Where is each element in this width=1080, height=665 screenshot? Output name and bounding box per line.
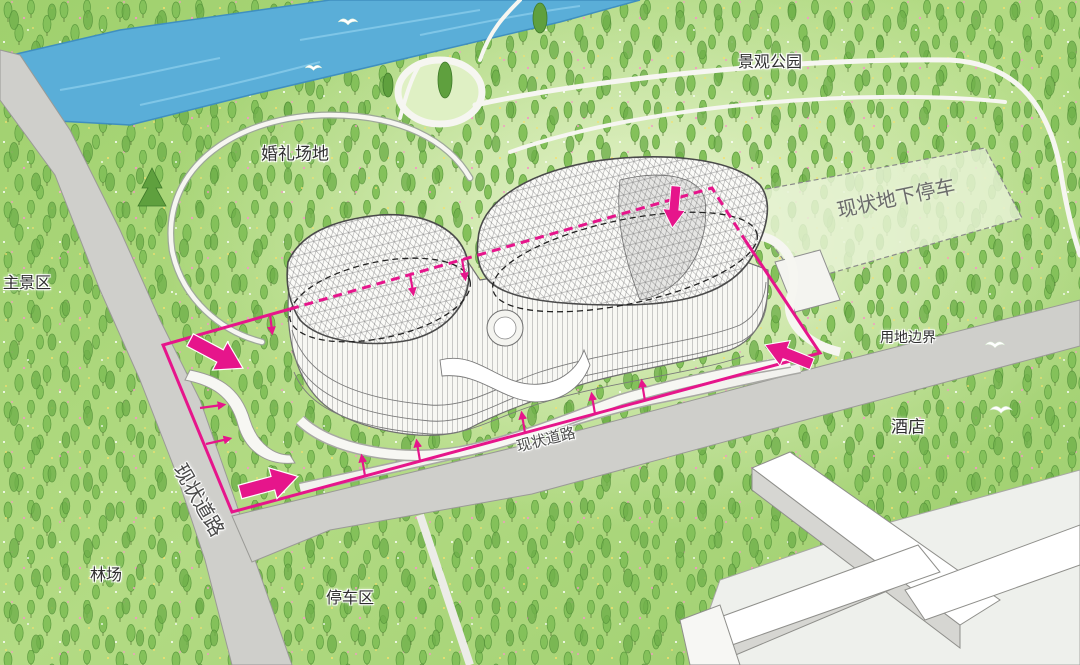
tree-icon: [137, 167, 167, 207]
big-arrow-icon: [185, 333, 244, 371]
arrow-icon: [518, 410, 528, 434]
tree-icon: [437, 61, 453, 99]
tree-icon: [382, 72, 394, 98]
label-main-scenic-area: 主景区: [2, 273, 52, 292]
park-inner-path: [508, 94, 1007, 154]
building-valley: [439, 348, 591, 403]
site-landscape-tray: [184, 369, 296, 464]
big-arrow-icon: [662, 185, 686, 229]
label-wedding-venue: 婚礼场地: [261, 144, 329, 165]
west-road: [0, 49, 293, 665]
arrow-icon: [638, 378, 648, 402]
floor-plate-1: [291, 281, 767, 406]
bird-icon: [989, 406, 1013, 414]
parking-driveway: [754, 230, 842, 357]
hotel: [679, 451, 1080, 665]
site-boundary-dashed: [289, 186, 747, 311]
arrow-icon: [267, 313, 276, 336]
big-arrow-icon: [237, 466, 300, 500]
park-paths: [167, 0, 1080, 346]
arrow-icon: [413, 438, 423, 462]
arrow-icon: [459, 258, 469, 282]
arrow-icon: [407, 273, 417, 297]
underground-parking-area: [733, 147, 1023, 283]
access-arrows: [199, 258, 648, 477]
tree-icon: [532, 2, 548, 34]
label-hotel: 酒店: [891, 417, 925, 438]
east-road: [231, 299, 1080, 563]
birds: [304, 18, 1013, 414]
bird-icon: [984, 341, 1006, 349]
site-boundary-solid: [160, 239, 823, 514]
main-entry-arrows: [185, 185, 815, 500]
bird-icon: [304, 65, 323, 71]
river-ripples: [59, 5, 581, 106]
hotel-wing-east: [904, 524, 1080, 621]
left-footprint-dashed: [289, 257, 471, 343]
hotel-annex: [679, 604, 741, 665]
atrium-inner: [493, 316, 517, 340]
arrow-icon: [588, 391, 598, 415]
floor-plate-3: [293, 355, 745, 435]
arrow-icon: [205, 435, 233, 446]
wedding-loop-path: [168, 112, 473, 345]
site-boundary: [160, 186, 823, 514]
left-dome-roof: [286, 213, 470, 345]
label-site-boundary: 用地边界: [880, 330, 936, 346]
arrow-icon: [358, 453, 368, 477]
park-outer-path: [472, 57, 1080, 258]
right-dome-shaded-panel: [618, 174, 707, 301]
landmark-trees: [137, 2, 548, 207]
label-landscape-park: 景观公园: [737, 52, 803, 71]
label-forest-farm: 林场: [89, 565, 123, 584]
bird-icon: [337, 18, 359, 26]
big-arrow-icon: [763, 339, 815, 371]
right-footprint-dashed: [492, 211, 758, 313]
label-parking-area: 停车区: [325, 588, 375, 607]
river: [10, 0, 641, 126]
arrow-icon: [199, 401, 227, 410]
parking-access-path: [416, 513, 474, 665]
river-water: [10, 0, 641, 126]
park-connector-path: [398, 0, 522, 120]
